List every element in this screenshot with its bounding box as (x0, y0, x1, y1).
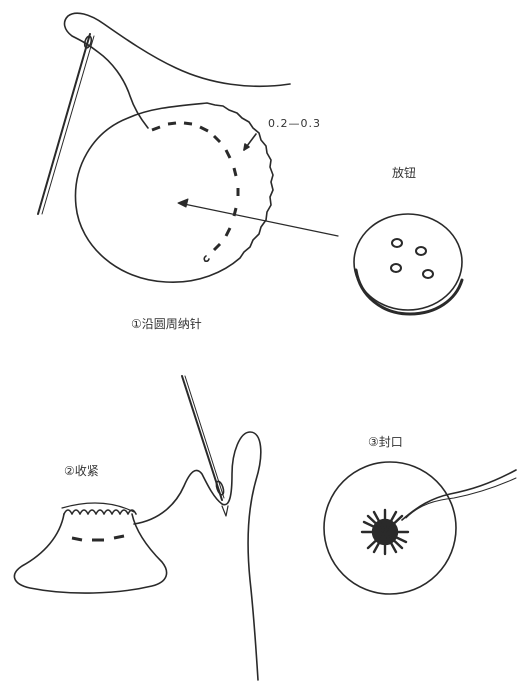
gathered-top-ruffle (64, 510, 136, 514)
step2-caption: ②收紧 (64, 462, 99, 479)
needle-icon (38, 34, 94, 214)
button-icon (354, 214, 462, 314)
sealed-knot (362, 510, 408, 554)
thread-knot (204, 256, 209, 261)
gathered-fabric-icon (14, 514, 166, 593)
place-button-label: 放钮 (392, 164, 416, 181)
measurement-label: 0.2—0.3 (268, 117, 321, 130)
thread-icon (65, 13, 290, 128)
step3-caption: ③封口 (368, 433, 403, 450)
step1-caption: ①沿圆周纳针 (131, 315, 202, 332)
fabric-circle-icon (75, 103, 273, 282)
step2-illustration (14, 376, 260, 680)
step3-illustration (324, 462, 516, 594)
gathered-stitch (72, 536, 124, 540)
needle-icon (182, 376, 225, 500)
thread-icon (134, 432, 261, 680)
placement-arrow (184, 204, 338, 236)
thread-icon (402, 470, 516, 520)
running-stitch (152, 123, 238, 250)
